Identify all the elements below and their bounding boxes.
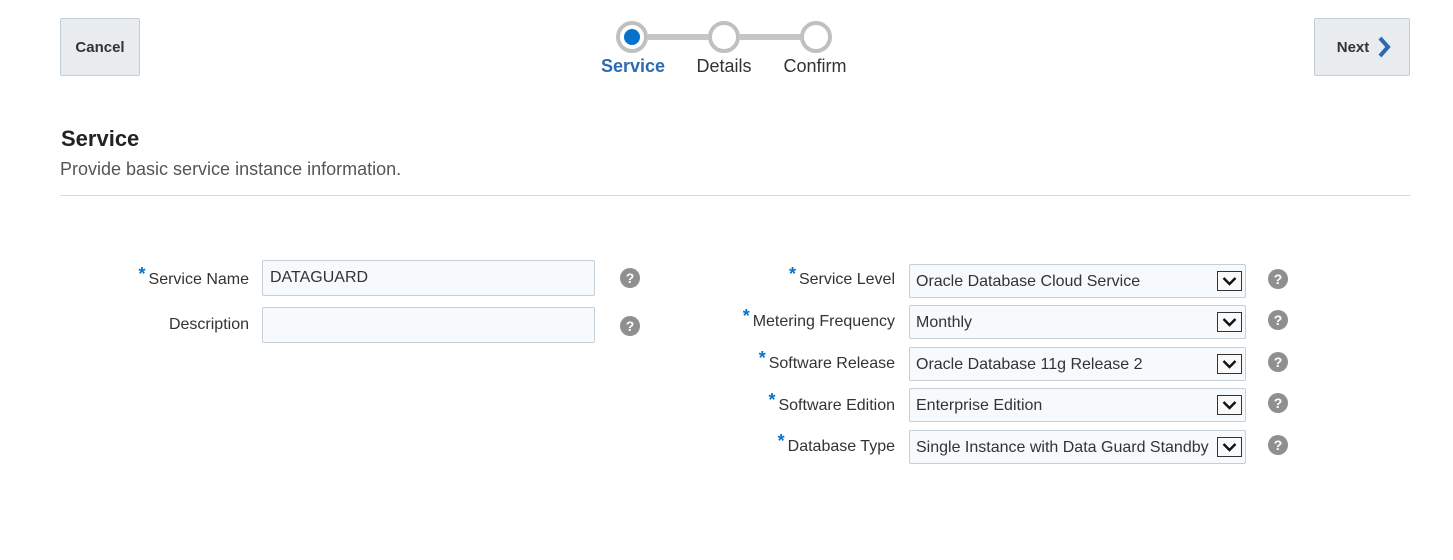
section-description: Provide basic service instance informati… <box>60 159 402 179</box>
software-edition-label: *Software Edition <box>768 390 895 414</box>
train-step-service-dot[interactable] <box>616 21 648 53</box>
required-mark: * <box>768 390 776 410</box>
train-step-details-label[interactable]: Details <box>696 56 752 76</box>
chevron-down-icon[interactable] <box>1217 354 1242 374</box>
description-input[interactable] <box>262 307 595 343</box>
database-type-help-icon[interactable]: ? <box>1268 435 1288 455</box>
service-name-label: *Service Name <box>138 264 250 288</box>
chevron-down-icon[interactable] <box>1217 395 1242 415</box>
software-release-help-icon[interactable]: ? <box>1268 352 1288 372</box>
chevron-right-icon <box>1377 36 1391 58</box>
required-mark: * <box>777 431 785 451</box>
service-level-select[interactable]: Oracle Database Cloud Service <box>909 264 1246 298</box>
description-label: Description <box>168 316 249 333</box>
metering-frequency-help-icon[interactable]: ? <box>1268 310 1288 330</box>
required-mark: * <box>758 348 766 368</box>
section-title: Service <box>61 126 140 151</box>
software-release-label: *Software Release <box>758 348 895 372</box>
chevron-down-icon[interactable] <box>1217 437 1242 457</box>
software-release-select[interactable]: Oracle Database 11g Release 2 <box>909 347 1246 381</box>
next-button[interactable]: Next <box>1314 18 1410 76</box>
software-release-value: Oracle Database 11g Release 2 <box>916 356 1143 373</box>
divider <box>60 195 1410 196</box>
service-name-input[interactable]: DATAGUARD <box>262 260 595 296</box>
required-mark: * <box>742 306 750 326</box>
service-level-value: Oracle Database Cloud Service <box>916 273 1141 290</box>
database-type-select[interactable]: Single Instance with Data Guard Standby <box>909 430 1246 464</box>
cancel-button-label: Cancel <box>75 38 125 56</box>
database-type-label: *Database Type <box>777 431 895 455</box>
train-step-details-dot[interactable] <box>708 21 740 53</box>
required-mark: * <box>788 264 796 284</box>
chevron-down-icon[interactable] <box>1217 271 1242 291</box>
metering-frequency-label: *Metering Frequency <box>742 306 895 330</box>
service-level-help-icon[interactable]: ? <box>1268 269 1288 289</box>
train-connector <box>648 34 710 40</box>
required-mark: * <box>138 264 146 284</box>
software-edition-help-icon[interactable]: ? <box>1268 393 1288 413</box>
cancel-button[interactable]: Cancel <box>60 18 140 76</box>
metering-frequency-value: Monthly <box>916 314 973 331</box>
train-step-service-label[interactable]: Service <box>600 56 666 76</box>
database-type-value: Single Instance with Data Guard Standby <box>916 439 1209 456</box>
train-connector <box>740 34 802 40</box>
software-edition-value: Enterprise Edition <box>916 397 1043 414</box>
train-step-confirm-dot[interactable] <box>800 21 832 53</box>
chevron-down-icon[interactable] <box>1217 312 1242 332</box>
next-button-label: Next <box>1336 38 1370 56</box>
description-help-icon[interactable]: ? <box>620 316 640 336</box>
service-level-label: *Service Level <box>788 264 895 288</box>
service-name-help-icon[interactable]: ? <box>620 268 640 288</box>
software-edition-select[interactable]: Enterprise Edition <box>909 388 1246 422</box>
train-step-confirm-label[interactable]: Confirm <box>783 56 847 76</box>
metering-frequency-select[interactable]: Monthly <box>909 305 1246 339</box>
